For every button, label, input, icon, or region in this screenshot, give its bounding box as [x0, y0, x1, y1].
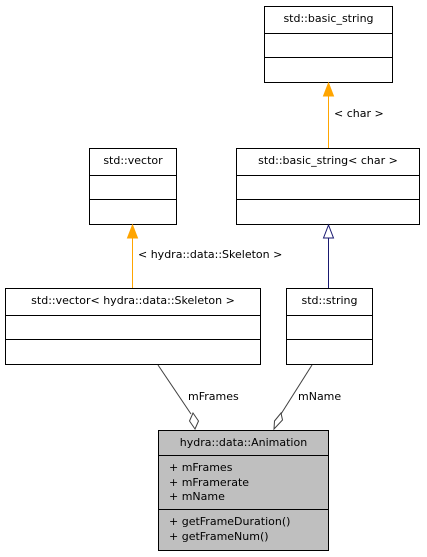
node-basic-string-title: std::basic_string	[283, 12, 373, 25]
attribute-mframerate: + mFramerate	[169, 476, 249, 489]
node-vector-skeleton-title: std::vector< hydra::data::Skeleton >	[31, 294, 235, 307]
edge-frames-label: mFrames	[188, 390, 239, 403]
edge-inheritance-string	[322, 223, 335, 288]
method-getframenum: + getFrameNum()	[169, 530, 269, 543]
template-arrowhead	[322, 81, 335, 97]
node-basic-string-char-title: std::basic_string< char >	[258, 154, 398, 167]
aggregation-diamond	[188, 411, 200, 431]
node-string[interactable]: std::string	[286, 288, 373, 365]
node-animation[interactable]: hydra::data::Animation + mFrames + mFram…	[158, 430, 329, 551]
method-getframeduration: + getFrameDuration()	[169, 515, 290, 528]
inheritance-arrowhead	[322, 223, 335, 239]
node-basic-string[interactable]: std::basic_string	[264, 6, 393, 83]
node-vector-skeleton[interactable]: std::vector< hydra::data::Skeleton >	[5, 288, 261, 365]
edge-aggregation-frames: mFrames	[157, 364, 239, 431]
edge-aggregation-name: mName	[273, 364, 341, 431]
edge-template-skeleton: < hydra::data::Skeleton >	[126, 223, 282, 288]
edge-skeleton-label: < hydra::data::Skeleton >	[138, 248, 282, 261]
template-arrowhead	[126, 223, 139, 239]
aggregation-diamond	[273, 411, 284, 431]
attribute-mframes: + mFrames	[169, 461, 233, 474]
node-basic-string-char[interactable]: std::basic_string< char >	[236, 148, 420, 225]
attribute-mname: + mName	[169, 490, 225, 503]
edge-name-label: mName	[298, 390, 341, 403]
node-vector-title: std::vector	[103, 154, 163, 167]
node-animation-title: hydra::data::Animation	[180, 436, 307, 449]
edge-template-char: < char >	[322, 81, 384, 148]
edge-char-label: < char >	[334, 107, 384, 120]
node-vector[interactable]: std::vector	[89, 148, 177, 225]
node-string-title: std::string	[301, 294, 357, 307]
